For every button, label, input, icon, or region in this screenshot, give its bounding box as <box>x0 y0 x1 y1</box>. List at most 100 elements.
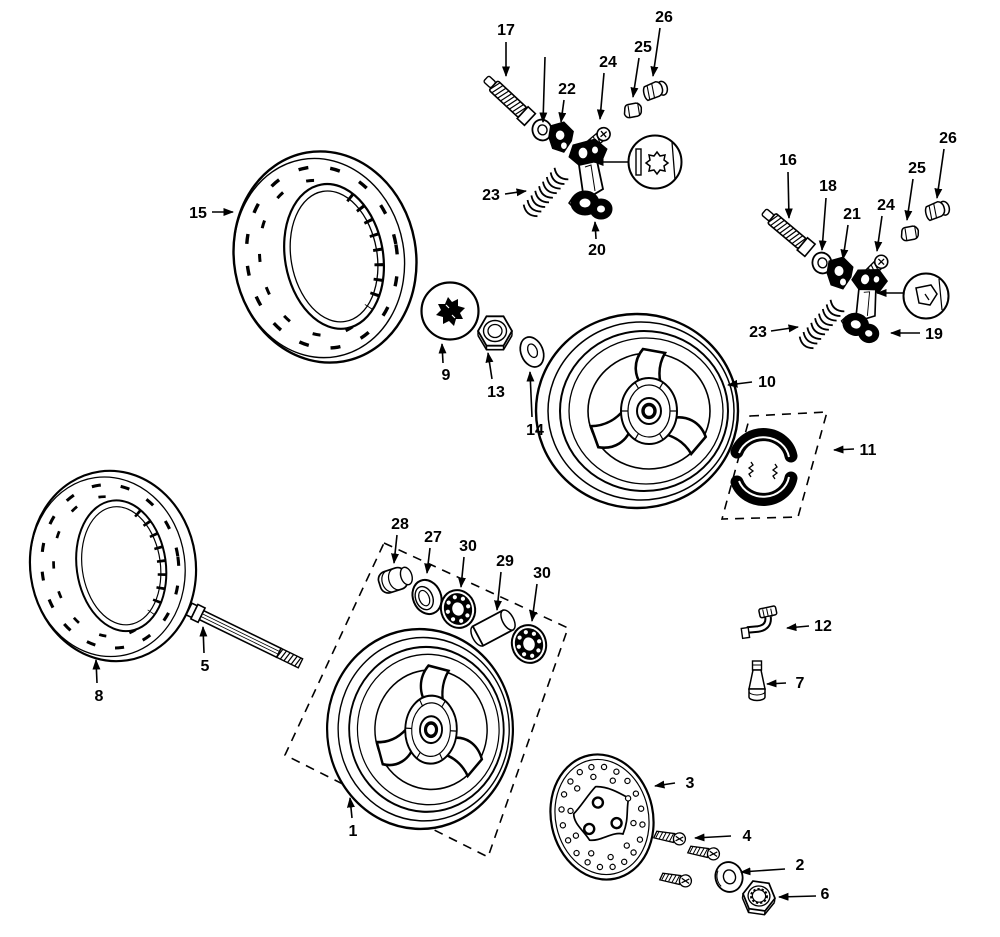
callout-num-23: 23 <box>749 324 767 341</box>
callout-arrow-25 <box>630 57 640 98</box>
part-23-spring-a <box>520 166 570 220</box>
callout-arrow-26 <box>934 148 945 199</box>
part-30-bearing-a <box>435 585 481 633</box>
part-10-rear-wheel <box>536 314 738 508</box>
callout-arrow-18 <box>818 197 827 251</box>
callout-num-9: 9 <box>442 367 451 384</box>
callout-arrow-12 <box>786 623 810 632</box>
part-27-oil-seal <box>411 578 443 616</box>
part-13-axle-nut <box>477 315 513 351</box>
detail-circle-20 <box>627 134 683 190</box>
callout-num-1: 1 <box>349 823 358 840</box>
callout-arrow-30 <box>529 583 538 622</box>
callout-arrow-23 <box>504 188 527 197</box>
callout-num-6: 6 <box>821 886 830 903</box>
callout-num-28: 28 <box>391 516 409 533</box>
callout-arrow-24 <box>874 215 883 252</box>
callout-num-5: 5 <box>201 658 210 675</box>
part-29-spacer <box>470 609 516 647</box>
callout-num-2: 2 <box>796 857 805 874</box>
callout-num-7: 7 <box>796 675 805 692</box>
part-7-valve-stem <box>748 660 766 702</box>
callout-num-14: 14 <box>526 422 544 439</box>
callout-num-8: 8 <box>95 688 104 705</box>
part-14-washer <box>519 336 545 368</box>
callout-arrow-7 <box>766 679 787 688</box>
callout-arrow-8 <box>92 659 101 684</box>
callout-arrow-11 <box>833 445 855 454</box>
callout-num-24: 24 <box>877 197 895 214</box>
part-9-hub-detail <box>420 281 480 341</box>
callout-num-26: 26 <box>939 130 957 147</box>
callout-num-27: 27 <box>424 529 442 546</box>
callout-arrow-2 <box>740 867 786 876</box>
part-23-spring-b <box>796 298 846 352</box>
callout-num-18: 18 <box>819 178 837 195</box>
callout-num-29: 29 <box>496 553 514 570</box>
callout-arrow-25 <box>904 178 914 221</box>
part-12-angled-valve <box>740 605 778 640</box>
callout-num-12: 12 <box>814 618 832 635</box>
callout-num-24: 24 <box>599 54 617 71</box>
callout-arrow-27 <box>424 547 433 574</box>
part-28-bushing <box>377 566 413 594</box>
callout-arrow-21 <box>840 224 849 260</box>
callout-num-17: 17 <box>497 22 515 39</box>
callout-num-11: 11 <box>860 442 877 459</box>
callout-num-21: 21 <box>843 206 861 223</box>
detail-circle-19 <box>902 272 950 320</box>
part-8-rear-tire <box>18 460 209 672</box>
callout-num-23: 23 <box>482 187 500 204</box>
part-20-brake-cam-assembly <box>568 138 613 220</box>
part-22-brake-lever <box>548 121 574 153</box>
callout-num-25: 25 <box>908 160 926 177</box>
callout-arrow-22 <box>558 99 567 123</box>
callout-arrow-9 <box>438 343 447 364</box>
callout-arrow-1 <box>346 797 355 819</box>
callout-arrow-5 <box>199 626 208 654</box>
part-1-front-wheel <box>323 624 518 834</box>
callout-num-20: 20 <box>588 242 606 259</box>
part-26-holder-a <box>641 78 670 102</box>
callout-num-30: 30 <box>533 565 551 582</box>
part-5-axle-bolt <box>185 602 304 669</box>
callout-arrow-10 <box>727 379 753 388</box>
part-2-washer <box>714 861 744 893</box>
callout-arrow-29 <box>494 571 502 611</box>
callout-num-25: 25 <box>634 39 652 56</box>
callout-arrow-14 <box>526 371 535 418</box>
washer-pointer <box>539 56 548 123</box>
part-16-adjuster-bolt <box>758 204 816 258</box>
callout-num-4: 4 <box>743 828 752 845</box>
part-25-clip-a <box>621 100 645 121</box>
callout-arrow-16 <box>784 171 793 219</box>
callout-num-26: 26 <box>655 9 673 26</box>
front-wheel-dashed-box <box>283 541 569 859</box>
part-21-brake-lever <box>826 256 854 290</box>
callout-num-30: 30 <box>459 538 477 555</box>
callout-num-15: 15 <box>189 205 207 222</box>
callout-num-10: 10 <box>758 374 776 391</box>
callout-num-16: 16 <box>779 152 797 169</box>
part-15-front-tire <box>217 137 433 377</box>
part-3-brake-disc <box>549 753 655 881</box>
callout-num-13: 13 <box>487 384 505 401</box>
part-11-brake-shoes <box>720 411 829 520</box>
part-25-clip-b <box>898 223 922 244</box>
callout-arrow-6 <box>778 892 817 901</box>
callout-arrow-13 <box>485 352 494 380</box>
callout-arrow-23 <box>770 324 799 333</box>
callout-arrow-3 <box>654 780 676 789</box>
callout-arrow-30 <box>457 556 466 588</box>
callout-num-19: 19 <box>925 326 943 343</box>
callout-num-22: 22 <box>558 81 576 98</box>
callout-arrow-4 <box>694 833 732 842</box>
part-6-lock-nut <box>739 879 778 917</box>
callout-arrow-26 <box>650 27 661 77</box>
callout-num-3: 3 <box>686 775 695 792</box>
part-17-adjuster-bolt <box>479 71 537 127</box>
callout-arrow-24 <box>596 72 605 120</box>
